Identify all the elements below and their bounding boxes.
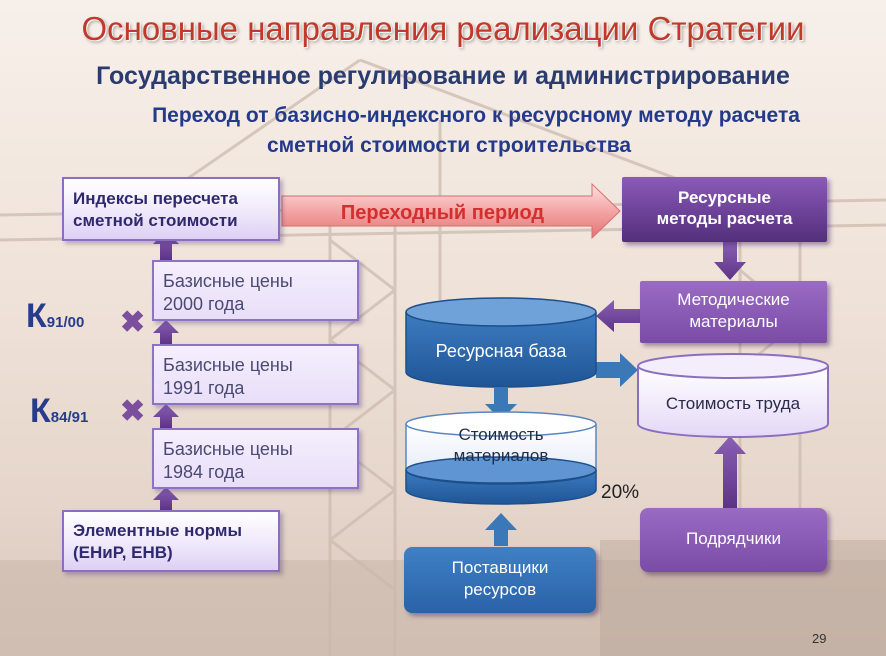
prices-2000-box: Базисные цены 2000 года [152, 260, 359, 321]
prices-1991-line1: Базисные цены [163, 355, 293, 375]
k2-letter: К [30, 392, 51, 430]
transition-arrow [281, 182, 621, 240]
prices-1984-line1: Базисные цены [163, 439, 293, 459]
suppliers-box: Поставщики ресурсов [404, 547, 596, 613]
heading-line-1: Переход от базисно-индексного к ресурсно… [152, 104, 800, 127]
down-arrow-methods-to-materials [714, 242, 746, 280]
prices-2000-line1: Базисные цены [163, 271, 293, 291]
prices-1984-line2: 1984 года [163, 462, 245, 482]
methodical-materials-box: Методические материалы [640, 281, 827, 343]
k2-subscript: 84/91 [50, 409, 89, 426]
up-arrow-1984-to-1991 [153, 404, 179, 428]
labor-cost-label: Стоимость труда [665, 394, 801, 413]
transition-period-label: Переходный период [340, 202, 545, 224]
right-arrow-base-to-labor [596, 353, 638, 387]
methodical-line1: Методические [677, 290, 790, 309]
resource-methods-line2: методы расчета [656, 209, 793, 228]
k1-letter: К [26, 297, 47, 335]
coefficient-k-91-00: К91/00 [26, 297, 84, 336]
up-arrow-suppliers-to-materials [485, 513, 517, 546]
prices-1984-box: Базисные цены 1984 года [152, 428, 359, 489]
contractors-label: Подрядчики [686, 529, 781, 548]
norms-box: Элементные нормы (ЕНиР, ЕНВ) [62, 510, 280, 572]
indices-box-line1: Индексы пересчета [73, 189, 238, 208]
indices-box-line2: сметной стоимости [73, 211, 238, 230]
materials-cost-line1: Стоимость [458, 425, 544, 444]
resource-methods-line1: Ресурсные [678, 188, 771, 207]
left-arrow-methodical-to-base [596, 300, 640, 332]
materials-cost-line2: материалов [453, 446, 549, 465]
page-number: 29 [812, 631, 827, 646]
slide-subtitle: Государственное регулирование и админист… [96, 62, 790, 90]
prices-1991-box: Базисные цены 1991 года [152, 344, 359, 405]
up-arrow-norms-to-1984 [153, 487, 179, 510]
resource-base-label: Ресурсная база [435, 341, 567, 361]
indices-box: Индексы пересчета сметной стоимости [62, 177, 280, 241]
norms-box-line1: Элементные нормы [73, 521, 242, 540]
suppliers-line1: Поставщики [451, 558, 549, 577]
prices-2000-line2: 2000 года [163, 294, 245, 314]
up-arrow-1991-to-2000 [153, 320, 179, 344]
materials-cost-label: Стоимость материалов [404, 424, 598, 466]
resource-base-cylinder [405, 297, 597, 388]
contractors-box: Подрядчики [640, 508, 827, 572]
materials-percent: 20% [601, 482, 640, 503]
multiply-icon: ✖ [120, 395, 146, 428]
up-arrow-contractors-to-labor [714, 436, 746, 508]
methodical-line2: материалы [689, 312, 778, 331]
prices-1991-line2: 1991 года [163, 378, 245, 398]
coefficient-k-84-91: К84/91 [30, 392, 88, 431]
multiply-icon: ✖ [120, 306, 146, 339]
slide-title: Основные направления реализации Стратеги… [81, 10, 805, 47]
heading-line-2: сметной стоимости строительства [266, 134, 632, 157]
materials-cost-cylinder [405, 411, 597, 505]
norms-box-line2: (ЕНиР, ЕНВ) [73, 543, 173, 562]
resource-methods-box: Ресурсные методы расчета [622, 177, 827, 242]
labor-cost-cylinder [637, 353, 829, 438]
k1-subscript: 91/00 [46, 314, 85, 331]
suppliers-line2: ресурсов [463, 580, 537, 599]
